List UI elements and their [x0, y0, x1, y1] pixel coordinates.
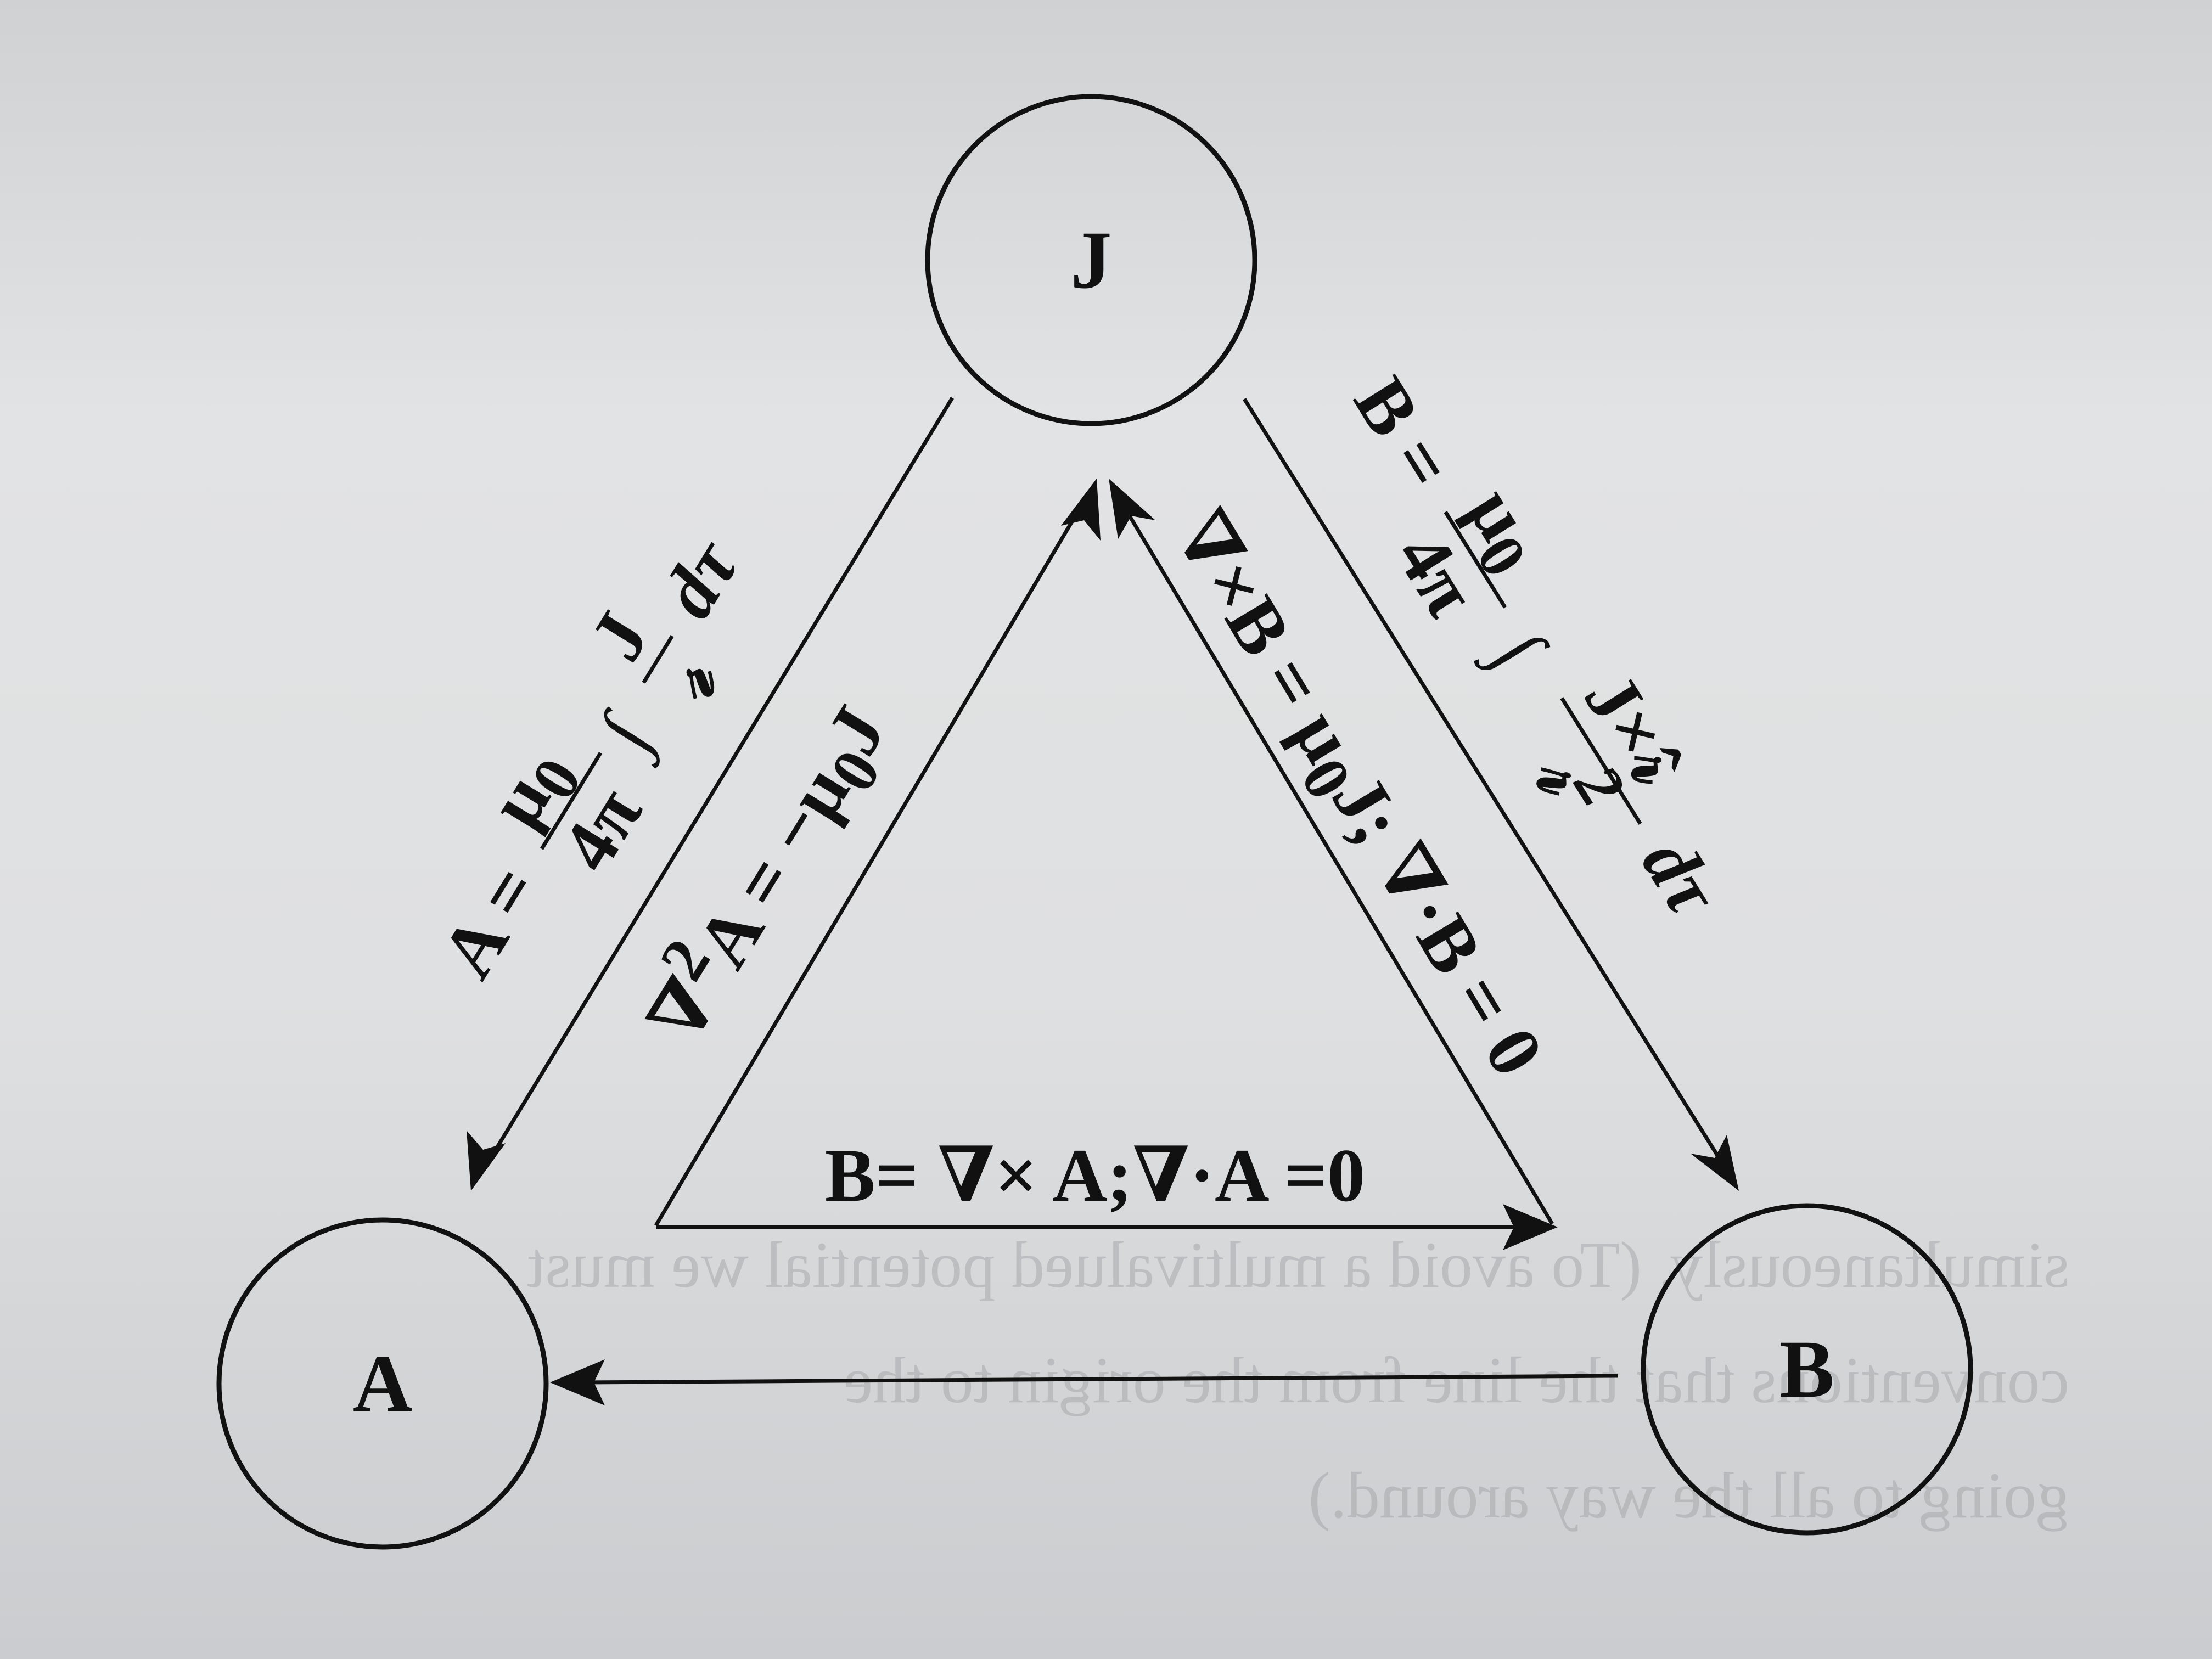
eq-a-lhs: A =: [425, 852, 555, 992]
eq-poisson: ∇2A = −μ0J: [616, 682, 914, 1065]
arrowhead-a-to-j: [1061, 479, 1101, 541]
arrow-a-to-b: [656, 1204, 1558, 1250]
eq-b-coef-bar: [1444, 511, 1507, 609]
node-b-circle: [1641, 1203, 1973, 1536]
eq-a-tail: dτ: [645, 525, 755, 631]
eq-a-frac-bar: [642, 634, 674, 684]
eq-b-lhs: B =: [1338, 363, 1469, 503]
equation-ampere: ∇×B = μ0J; ∇·B = 0: [1146, 497, 1560, 1097]
arrowhead-b-to-j: [1109, 479, 1155, 539]
eq-a-frac-den: 𝓇: [645, 641, 736, 715]
arrow-j-to-b-line: [1243, 398, 1725, 1166]
eq-poisson-nabla: ∇: [633, 965, 735, 1058]
arrow-a-to-j: [654, 479, 1101, 1227]
arrow-b-to-j: [1109, 479, 1554, 1225]
node-a-circle: [216, 1217, 549, 1550]
arrow-j-to-b: [1243, 398, 1739, 1191]
arrowhead-a-to-b: [1503, 1204, 1558, 1250]
arrowhead-b-to-a: [550, 1359, 605, 1405]
eq-b-tail: dτ: [1626, 824, 1737, 931]
eq-curl-a: B= ∇× A;∇·A =0: [825, 1133, 1365, 1217]
equation-curl-a: B= ∇× A;∇·A =0: [825, 1133, 1365, 1217]
node-j-label: J: [1071, 215, 1112, 306]
bleed-line-1: simultaneously. (To avoid a multivalued …: [527, 1228, 2069, 1301]
node-j: J: [925, 94, 1257, 426]
arrowhead-j-to-a: [467, 1131, 506, 1191]
eq-poisson-mid: A = −μ: [680, 752, 866, 981]
eq-b-frac-bar: [1560, 697, 1642, 825]
node-a-label: A: [353, 1338, 412, 1429]
eq-a-coef-bar: [540, 752, 603, 850]
arrowhead-j-to-b: [1691, 1135, 1739, 1191]
arrow-b-to-a-line: [581, 1374, 1619, 1385]
arrow-j-to-a: [467, 397, 954, 1191]
node-a: A: [216, 1217, 549, 1550]
eq-b-integral: ∫: [1473, 615, 1563, 686]
node-b: B: [1641, 1203, 1973, 1536]
eq-ampere: ∇×B = μ0J; ∇·B = 0: [1146, 497, 1560, 1097]
arrow-a-to-j-line: [654, 504, 1084, 1227]
eq-ampere-a: ∇×B = μ: [1158, 497, 1372, 776]
arrow-b-to-a: [550, 1359, 1619, 1405]
equation-poisson-a: ∇2A = −μ0J: [616, 682, 914, 1065]
arrow-b-to-j-line: [1121, 504, 1554, 1225]
bleed-line-3: going to all the way around.): [1309, 1459, 2069, 1532]
bleed-through-text: simultaneously. (To avoid a multivalued …: [527, 1228, 2069, 1532]
node-j-circle: [925, 94, 1257, 426]
arrow-j-to-a-line: [485, 397, 954, 1166]
eq-ampere-b: J; ∇·B = 0: [1316, 760, 1560, 1089]
node-b-label: B: [1779, 1324, 1834, 1415]
